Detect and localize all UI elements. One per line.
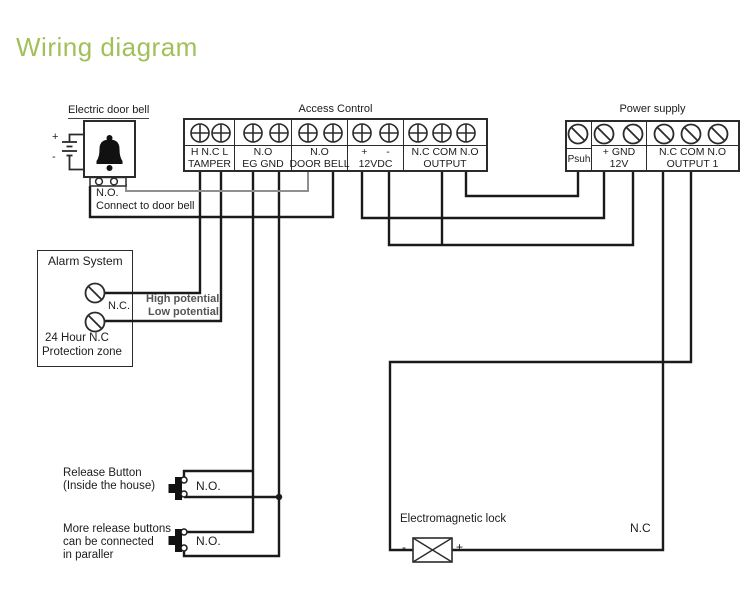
power-supply-terminal-block: Psuh + GND 12V N.C COM N.O OUTPUT 1 (565, 120, 740, 172)
screw-row (348, 120, 403, 146)
electromagnetic-lock-label: Electromagnetic lock (400, 513, 507, 525)
acc-label: OUTPUT (423, 158, 467, 170)
screw-row (592, 122, 646, 146)
bell-contacts (89, 176, 127, 187)
alarm-nc-label: N.C. (108, 300, 130, 312)
ps-cell-output1: N.C COM N.O OUTPUT 1 (647, 122, 738, 170)
wire-ps-com-to-lock (388, 172, 693, 552)
ps-label: Psuh (567, 153, 591, 165)
ps-label: N.C COM N.O (658, 146, 727, 158)
power-supply-title: Power supply (619, 103, 686, 115)
more-buttons-line2: can be connected (63, 536, 154, 548)
acc-label: 12VDC (358, 158, 393, 170)
ps-cell-psuh: Psuh (567, 122, 592, 170)
wire-eg-to-buttons (187, 172, 255, 534)
more-buttons-no-label: N.O. (196, 534, 221, 548)
more-buttons-line3: in paraller (63, 549, 114, 561)
battery-plus-label: + (52, 131, 59, 143)
acc-label: H N.C L (190, 146, 229, 158)
alarm-system-title: Alarm System (48, 254, 123, 268)
release-button-no-label: N.O. (196, 479, 221, 493)
low-potential-label: Low potential (148, 306, 219, 318)
screw-row (647, 122, 738, 146)
junction-dot (275, 493, 283, 501)
release-button-icon-2 (168, 528, 188, 552)
acc-label: N.O (253, 146, 273, 158)
ps-label: OUTPUT 1 (666, 158, 719, 170)
acc-label: N.O (310, 146, 329, 158)
acc-cell-eg-gnd: N.O EG GND (235, 120, 292, 170)
screw-row (567, 122, 591, 149)
screw-row (235, 120, 291, 146)
wire-gnd-to-buttons (182, 172, 281, 558)
screw-row (404, 120, 486, 146)
acc-cell-output: N.C COM N.O OUTPUT (404, 120, 486, 170)
acc-label: DOOR BELL (289, 158, 350, 170)
ps-cell-12v: + GND 12V (592, 122, 647, 170)
wire-output-no-to-psuh (464, 172, 580, 198)
battery-icon (62, 133, 85, 171)
acc-label: EG GND (242, 158, 284, 170)
electromagnetic-lock-icon (412, 537, 453, 563)
door-bell-box (83, 120, 136, 178)
more-buttons-line1: More release buttons (63, 523, 172, 535)
wire-lock-to-ps-nc (452, 172, 665, 552)
wire-eg-branch-button1 (182, 469, 253, 477)
ps-label: + GND (602, 146, 636, 158)
alarm-zone-line1: 24 Hour N.C (45, 332, 109, 344)
acc-cell-12vdc: + - 12VDC (348, 120, 404, 170)
release-button-line1: Release Button (63, 467, 142, 479)
lock-minus-label: - (402, 540, 406, 554)
acc-label: + - (361, 146, 390, 158)
alarm-zone-line2: Protection zone (42, 346, 122, 358)
acc-label: TAMPER (188, 158, 231, 170)
page-title: Wiring diagram (16, 32, 198, 62)
lock-nc-label: N.C (630, 521, 651, 535)
connect-to-door-bell-label: Connect to door bell (96, 200, 195, 212)
wires-group (88, 172, 693, 558)
ps-label: 12V (609, 158, 629, 170)
wire-12vdc-minus-to-gnd (387, 172, 635, 247)
acc-cell-door-bell: N.O DOOR BELL (289, 120, 350, 170)
access-control-title: Access Control (298, 103, 373, 115)
screw-row (292, 120, 347, 146)
high-potential-label: High potential (146, 293, 220, 305)
acc-label: N.C COM N.O (411, 146, 479, 158)
acc-cell-tamper: H N.C L TAMPER (185, 120, 235, 170)
wire-doorbell-no1 (125, 172, 309, 192)
electric-door-bell-label: Electric door bell (68, 104, 150, 119)
release-button-line2: (Inside the house) (63, 480, 156, 492)
lock-plus-label: + (456, 540, 464, 554)
access-control-terminal-block: H N.C L TAMPER N.O EG GND N.O DOOR BELL … (183, 118, 488, 172)
release-button-icon (168, 476, 188, 500)
wire-12vdc-plus-to-ps (360, 172, 606, 220)
battery-minus-label: - (52, 151, 56, 163)
door-bell-no-label: N.O. (96, 187, 119, 199)
screw-row (185, 120, 234, 146)
